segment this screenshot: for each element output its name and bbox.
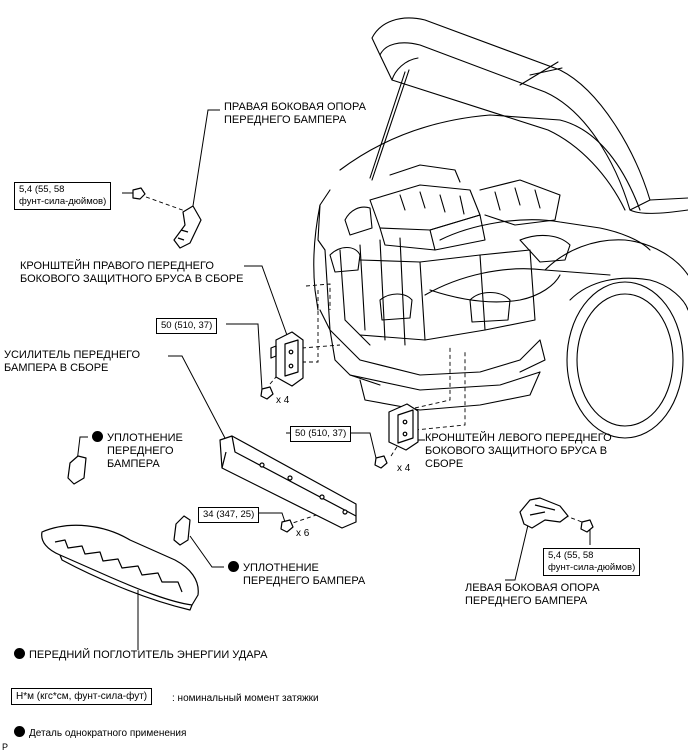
reinforcement-label-line1: УСИЛИТЕЛЬ ПЕРЕДНЕГО — [4, 349, 141, 361]
seal-upper-label-line3: БАМПЕРА — [107, 458, 160, 470]
right-bracket-label-line2: БОКОВОГО ЗАЩИТНОГО БРУСА В СБОРЕ — [20, 273, 244, 285]
left-bracket-label-line3: СБОРЕ — [425, 458, 464, 470]
left-side-support-label-line2: ПЕРЕДНЕГО БАМПЕРА — [465, 595, 588, 607]
single-use-part-dot-icon — [14, 648, 25, 659]
footer-letter: P — [2, 742, 9, 752]
right-bracket-label: КРОНШТЕЙН ПРАВОГО ПЕРЕДНЕГО БОКОВОГО ЗАЩ… — [20, 260, 243, 286]
seal-upper-label-line1: УПЛОТНЕНИЕ — [92, 431, 183, 445]
single-use-part-dot-icon — [228, 561, 239, 572]
seal-upper-label-line2: ПЕРЕДНЕГО — [107, 445, 174, 457]
right-side-support-label: ПРАВАЯ БОКОВАЯ ОПОРА ПЕРЕДНЕГО БАМПЕРА — [224, 101, 366, 127]
right-side-support-label-line1: ПРАВАЯ БОКОВАЯ ОПОРА — [224, 101, 366, 113]
legend-torque-unit: Н*м (кгс*см, фунт-сила-фут) — [16, 691, 148, 702]
seal-lower-label-line1: УПЛОТНЕНИЕ — [228, 561, 365, 575]
torque-right-support-line2: фунт-сила-дюймов) — [19, 196, 107, 207]
reinforcement-label: УСИЛИТЕЛЬ ПЕРЕДНЕГО БАМПЕРА В СБОРЕ — [4, 349, 140, 375]
seal-upper-part — [67, 455, 87, 485]
seal-lower-part — [173, 515, 191, 546]
left-bracket-part — [388, 403, 419, 451]
qty-reinforcement: x 6 — [296, 528, 310, 539]
torque-reinforcement-value: 34 (347, 25) — [203, 509, 255, 520]
torque-reinforcement-box: 34 (347, 25) — [198, 507, 260, 523]
left-side-support-label: ЛЕВАЯ БОКОВАЯ ОПОРА ПЕРЕДНЕГО БАМПЕРА — [465, 582, 600, 608]
left-bracket-label-line1: КРОНШТЕЙН ЛЕВОГО ПЕРЕДНЕГО — [425, 432, 612, 444]
absorber-label-text: ПЕРЕДНИЙ ПОГЛОТИТЕЛЬ ЭНЕРГИИ УДАРА — [29, 649, 268, 661]
right-bracket-part — [275, 331, 304, 387]
hood — [369, 17, 651, 211]
torque-left-support-box: 5,4 (55, 58 фунт-сила-дюймов) — [543, 548, 641, 576]
right-side-support-label-line2: ПЕРЕДНЕГО БАМПЕРА — [224, 114, 347, 126]
legend-single-use-text: Деталь однократного применения — [29, 728, 187, 739]
qty-right-bracket: x 4 — [276, 395, 290, 406]
torque-right-bracket-value: 50 (510, 37) — [161, 320, 213, 331]
torque-left-support-line2: фунт-сила-дюймов) — [548, 562, 636, 573]
legend-torque-unit-box: Н*м (кгс*см, фунт-сила-фут) — [11, 688, 153, 705]
torque-right-bracket-box: 50 (510, 37) — [156, 318, 218, 334]
left-bracket-label: КРОНШТЕЙН ЛЕВОГО ПЕРЕДНЕГО БОКОВОГО ЗАЩИ… — [425, 432, 612, 471]
torque-right-support-line1: 5,4 (55, 58 — [19, 184, 65, 195]
torque-left-support-line1: 5,4 (55, 58 — [548, 550, 594, 561]
seal-lower-label-line2: ПЕРЕДНЕГО БАМПЕРА — [243, 575, 366, 587]
bolt-icon — [132, 187, 594, 533]
right-side-support-part — [173, 205, 202, 249]
torque-left-bracket-box: 50 (510, 37) — [290, 426, 352, 442]
legend-torque-desc: : номинальный момент затяжки — [172, 693, 319, 704]
left-side-support-label-line1: ЛЕВАЯ БОКОВАЯ ОПОРА — [465, 582, 600, 594]
torque-right-support-box: 5,4 (55, 58 фунт-сила-дюймов) — [14, 182, 112, 210]
qty-left-bracket: x 4 — [397, 463, 411, 474]
vehicle-body — [313, 114, 688, 439]
absorber-label: ПЕРЕДНИЙ ПОГЛОТИТЕЛЬ ЭНЕРГИИ УДАРА — [14, 648, 268, 662]
seal-upper-label: УПЛОТНЕНИЕ ПЕРЕДНЕГО БАМПЕРА — [92, 431, 183, 471]
single-use-part-dot-icon — [92, 431, 103, 442]
right-bracket-label-line1: КРОНШТЕЙН ПРАВОГО ПЕРЕДНЕГО — [20, 260, 214, 272]
left-side-support-part — [519, 497, 569, 529]
legend-single-use: Деталь однократного применения — [14, 726, 186, 739]
absorber-part — [41, 524, 199, 606]
reinforcement-label-line2: БАМПЕРА В СБОРЕ — [4, 362, 109, 374]
left-bracket-label-line2: БОКОВОГО ЗАЩИТНОГО БРУСА В — [425, 445, 608, 457]
seal-lower-label: УПЛОТНЕНИЕ ПЕРЕДНЕГО БАМПЕРА — [228, 561, 365, 588]
torque-left-bracket-value: 50 (510, 37) — [295, 428, 347, 439]
single-use-part-dot-icon — [14, 726, 25, 737]
